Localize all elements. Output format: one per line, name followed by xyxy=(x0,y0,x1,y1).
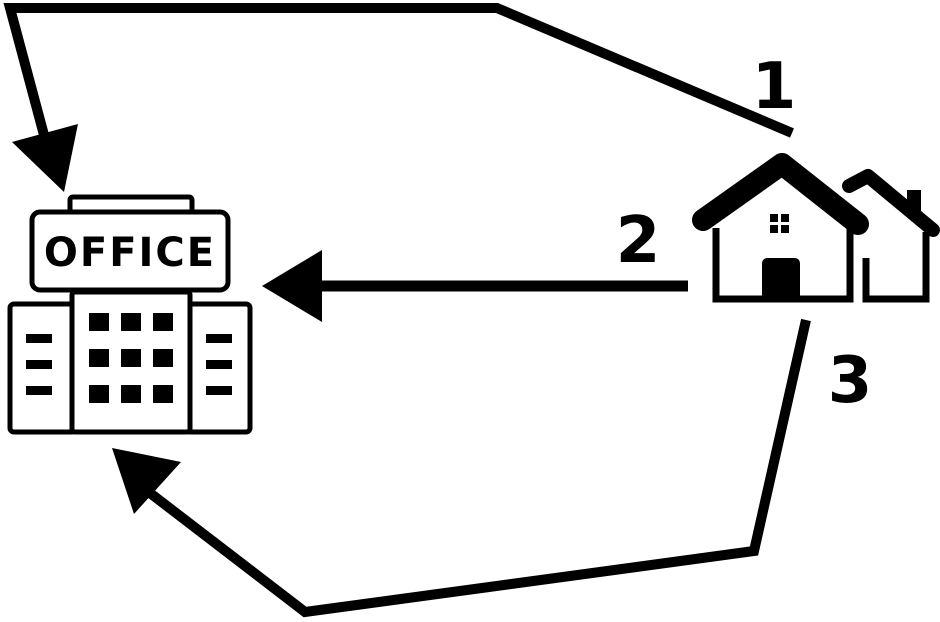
route-2-arrow xyxy=(262,250,688,322)
wing-window xyxy=(26,360,52,369)
large-house-window xyxy=(781,225,789,233)
window xyxy=(89,313,109,331)
wing-window xyxy=(206,360,232,369)
large-house-door xyxy=(762,258,800,299)
office-sign-label: OFFICE xyxy=(44,230,216,276)
window xyxy=(121,349,141,367)
route-2-label: 2 xyxy=(616,204,661,278)
wing-window xyxy=(26,386,52,395)
small-house-body xyxy=(862,232,930,303)
window xyxy=(121,313,141,331)
window xyxy=(89,349,109,367)
large-house-window xyxy=(770,214,778,222)
houses-icon xyxy=(692,153,940,303)
wing-window xyxy=(206,334,232,343)
large-house-roof xyxy=(692,153,869,235)
route-1-line xyxy=(3,2,794,152)
window xyxy=(89,385,109,403)
route-2-arrowhead xyxy=(262,250,322,322)
window xyxy=(153,385,173,403)
large-house-window xyxy=(770,225,778,233)
route-1-arrow xyxy=(3,2,794,192)
route-1-label: 1 xyxy=(752,50,797,124)
route-3-arrowhead xyxy=(112,448,181,514)
office-wing-windows xyxy=(26,334,232,395)
wing-window xyxy=(26,334,52,343)
route-3-line xyxy=(146,318,811,618)
office-tower-windows xyxy=(89,313,173,403)
small-house-chimney xyxy=(907,190,921,216)
route-3-label: 3 xyxy=(828,344,873,418)
route-3-arrow xyxy=(112,318,811,618)
window xyxy=(153,313,173,331)
route-1-arrowhead xyxy=(12,124,78,192)
office-sign-board xyxy=(29,209,231,293)
window xyxy=(121,385,141,403)
wing-window xyxy=(206,386,232,395)
window xyxy=(153,349,173,367)
large-house-window xyxy=(781,214,789,222)
